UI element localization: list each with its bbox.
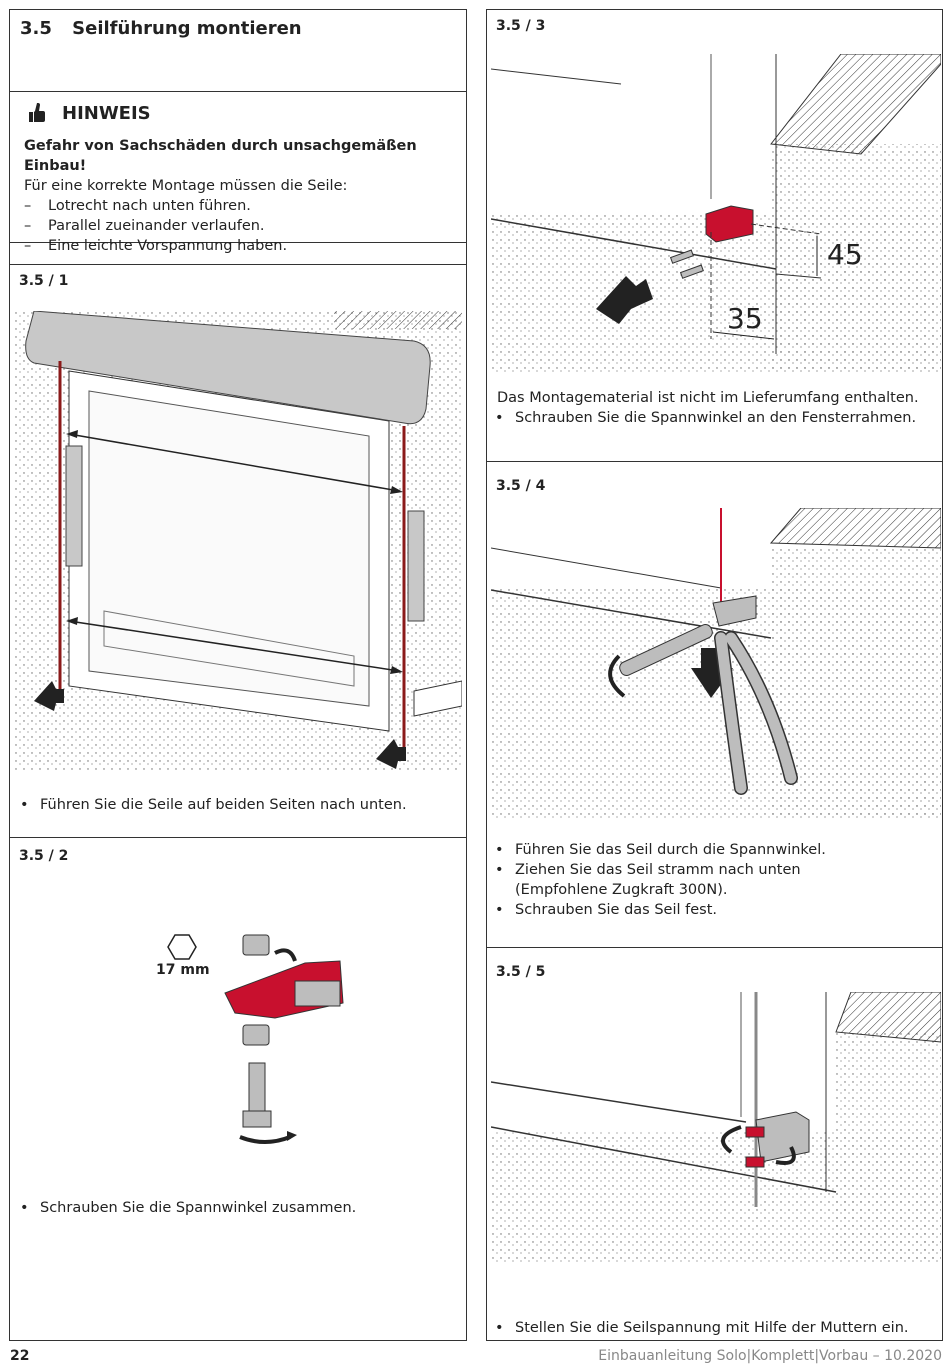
tensioning-bracket-assembly-illustration	[167, 934, 344, 1144]
hand-warning-icon	[26, 102, 48, 124]
rope-tension-adjust-illustration	[491, 992, 941, 1262]
step-3-5-2: 3.5 / 2 17 mm Schrauben Sie die Spannwin…	[10, 838, 466, 1342]
rope-tensioning-pliers-illustration	[491, 508, 941, 818]
bullet-item: Schrauben Sie das Seil fest.	[491, 900, 826, 920]
step-3-5-3: 3.5 / 3	[487, 10, 942, 462]
step-text: Das Montagematerial ist nicht im Lieferu…	[495, 388, 936, 428]
bullet-item: Schrauben Sie die Spannwinkel zusammen.	[16, 1198, 356, 1218]
dimension-vertical: 45	[827, 238, 863, 271]
section-header: 3.5 Seilführung montieren	[20, 18, 302, 39]
notice-item: Parallel zueinander verlaufen.	[24, 216, 456, 236]
notice-item: Eine leichte Vorspannung haben.	[24, 236, 456, 256]
step-note: Das Montagematerial ist nicht im Lieferu…	[497, 390, 919, 406]
dimension-horizontal: 35	[727, 302, 763, 335]
step-label: 3.5 / 2	[19, 848, 69, 864]
wrench-size: 17 mm	[156, 962, 210, 978]
step-3-5-5: 3.5 / 5 Stellen	[487, 948, 942, 1342]
roller-shutter-illustration	[14, 311, 462, 771]
right-column: 3.5 / 3	[486, 9, 943, 1341]
notice-warning: Gefahr von Sachschäden durch unsachgemäß…	[24, 138, 417, 174]
bullet-item: Führen Sie die Seile auf beiden Seiten n…	[16, 795, 407, 815]
bullet-item: Schrauben Sie die Spannwinkel an den Fen…	[491, 408, 936, 428]
left-column: 3.5 Seilführung montieren HINWEIS Gefahr…	[9, 9, 467, 1341]
bullet-item: Stellen Sie die Seilspannung mit Hilfe d…	[491, 1318, 909, 1338]
step-bullets: Stellen Sie die Seilspannung mit Hilfe d…	[491, 1318, 909, 1338]
notice-heading-row: HINWEIS	[26, 100, 151, 126]
step-bullets: Führen Sie die Seile auf beiden Seiten n…	[16, 795, 407, 815]
bullet-item: Führen Sie das Seil durch die Spannwinke…	[491, 840, 826, 860]
bullet-continuation: (Empfohlene Zugkraft 300N).	[515, 882, 728, 898]
notice-item: Lotrecht nach unten führen.	[24, 196, 456, 216]
step-3-5-4: 3.5 / 4 F	[487, 462, 942, 948]
section-title: Seilführung montieren	[72, 18, 302, 39]
step-bullets: Führen Sie das Seil durch die Spannwinke…	[491, 840, 826, 920]
page-number: 22	[10, 1348, 30, 1364]
notice-heading: HINWEIS	[62, 102, 151, 124]
step-label: 3.5 / 4	[496, 478, 546, 494]
bullet-item: Ziehen Sie das Seil stramm nach unten	[491, 860, 826, 880]
step-label: 3.5 / 3	[496, 18, 546, 34]
step-3-5-1: 3.5 / 1	[10, 264, 466, 838]
bracket-mounting-illustration	[491, 54, 941, 374]
step-bullets: Schrauben Sie die Spannwinkel zusammen.	[16, 1198, 356, 1218]
notice-box: HINWEIS Gefahr von Sachschäden durch uns…	[10, 91, 466, 256]
document-footer: Einbauanleitung Solo|Komplett|Vorbau – 1…	[598, 1348, 942, 1364]
notice-intro: Für eine korrekte Montage müssen die Sei…	[24, 178, 348, 194]
section-number: 3.5	[20, 18, 52, 39]
step-label: 3.5 / 1	[19, 273, 69, 289]
step-label: 3.5 / 5	[496, 964, 546, 980]
notice-body: Gefahr von Sachschäden durch unsachgemäß…	[24, 136, 456, 256]
